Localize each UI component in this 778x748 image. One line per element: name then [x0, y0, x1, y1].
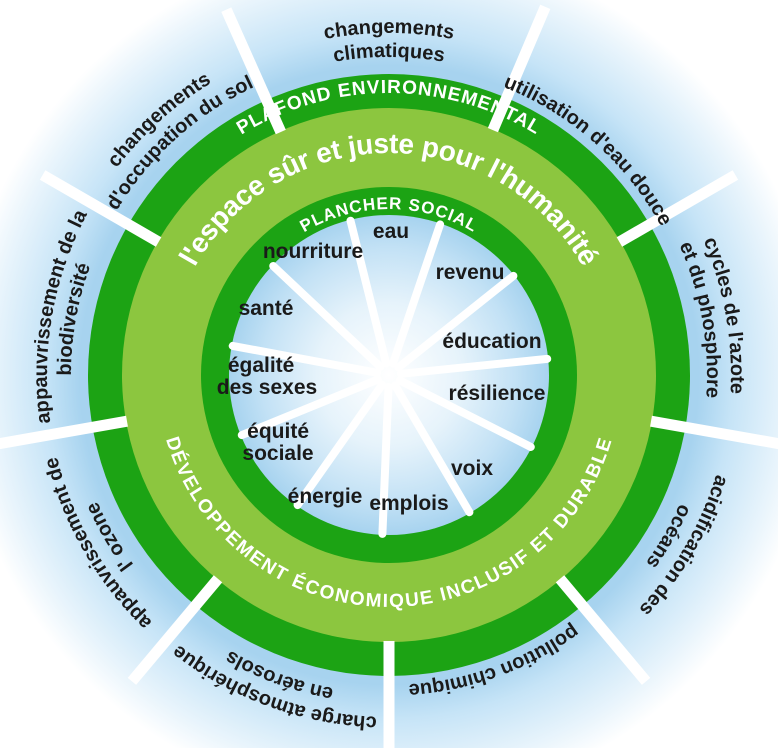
label-gender-equality: égalité des sexes	[217, 354, 317, 399]
label-education: éducation	[442, 330, 541, 353]
label-energy: énergie	[288, 485, 363, 508]
planetary-segment-dividers	[0, 4, 778, 748]
social-dimension-labels: eau revenu éducation résilience voix emp…	[217, 220, 546, 515]
label-water: eau	[373, 220, 409, 243]
social-segment-dividers	[228, 216, 552, 538]
label-resilience: résilience	[449, 382, 546, 405]
label-food: nourriture	[263, 240, 363, 263]
label-voice: voix	[451, 457, 493, 480]
label-income: revenu	[436, 261, 505, 284]
label-jobs: emplois	[369, 492, 448, 515]
label-social-equity: équité sociale	[242, 420, 314, 465]
label-health: santé	[239, 297, 294, 320]
